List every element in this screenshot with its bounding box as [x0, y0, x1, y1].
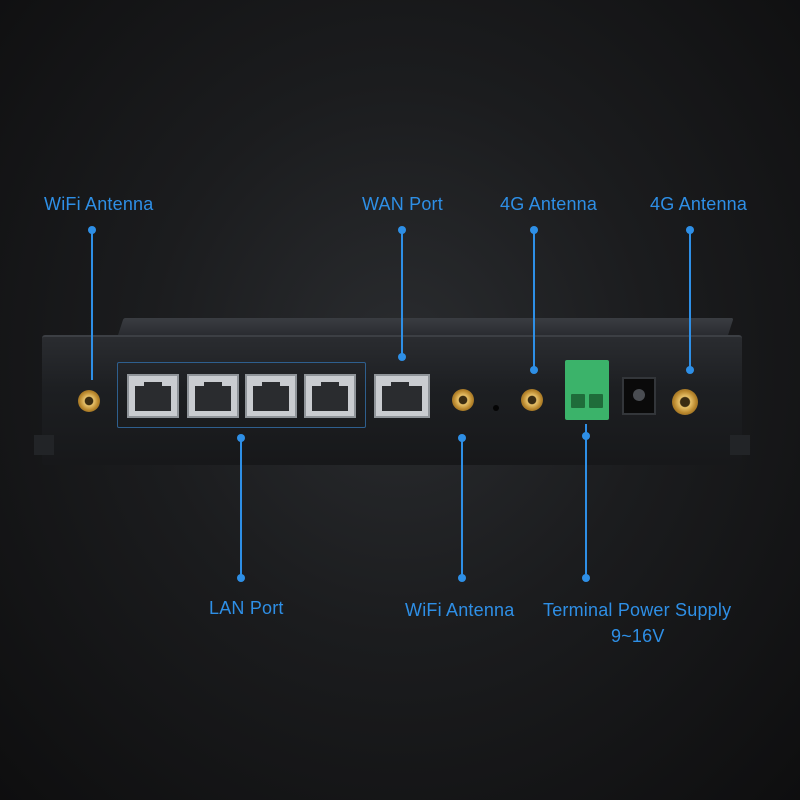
mounting-flange-right — [730, 435, 750, 455]
wifi-antenna-connector-right — [452, 389, 474, 411]
label-terminal-power-supply: Terminal Power Supply — [543, 600, 732, 620]
callout-line-4g-1 — [533, 230, 535, 370]
label-wifi-antenna-bottom: WiFi Antenna — [405, 600, 515, 620]
callout-dot-wan-end — [398, 353, 406, 361]
callout-dot-4g-1-end — [530, 366, 538, 374]
callout-line-lan — [240, 438, 242, 578]
callout-line-wifi-left — [91, 230, 93, 380]
lan-port-3 — [245, 374, 297, 418]
status-led — [493, 405, 499, 411]
callout-dot-4g-2-end — [686, 366, 694, 374]
terminal-power-block — [565, 360, 609, 420]
callout-line-wan — [401, 230, 403, 358]
label-wifi-antenna-left: WiFi Antenna — [44, 194, 154, 214]
4g-antenna-connector-2 — [672, 389, 698, 415]
label-4g-antenna-1: 4G Antenna — [500, 194, 598, 214]
wifi-antenna-connector-left — [78, 390, 100, 412]
dc-power-jack — [622, 377, 656, 415]
label-lan-port: LAN Port — [209, 598, 284, 618]
lan-port-4 — [304, 374, 356, 418]
callout-dot-terminal — [582, 574, 590, 582]
terminal-screw-2 — [589, 394, 603, 408]
label-4g-antenna-2: 4G Antenna — [650, 194, 748, 214]
terminal-screw-1 — [571, 394, 585, 408]
callout-dot-lan — [237, 574, 245, 582]
4g-antenna-connector-1 — [521, 389, 543, 411]
callout-line-4g-2 — [689, 230, 691, 370]
callout-dot-wifi-bottom — [458, 574, 466, 582]
lan-port-1 — [127, 374, 179, 418]
label-wan-port: WAN Port — [362, 194, 443, 214]
mounting-flange-left — [34, 435, 54, 455]
callout-line-terminal — [585, 424, 587, 578]
wan-port — [374, 374, 430, 418]
lan-port-group — [117, 362, 366, 428]
lan-port-2 — [187, 374, 239, 418]
label-voltage-range: 9~16V — [611, 626, 665, 646]
callout-line-wifi-bottom — [461, 438, 463, 578]
